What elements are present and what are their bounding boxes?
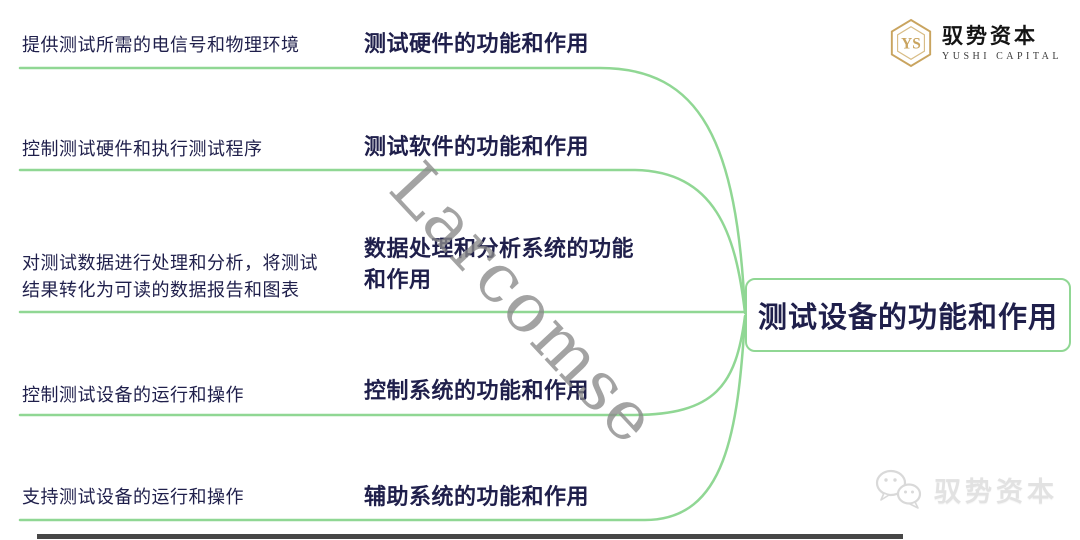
brand-text: 驭势资本 YUSHI CAPITAL — [942, 24, 1062, 62]
bottom-divider-bar — [37, 534, 903, 539]
branch-heading-4: 控制系统的功能和作用 — [364, 378, 590, 403]
branch-line-5 — [18, 316, 747, 522]
wechat-icon — [875, 469, 922, 509]
leaf-label-4: 控制测试设备的运行和操作 — [22, 385, 244, 405]
brand-hexagon-icon: YS — [890, 18, 932, 68]
brand-monogram: YS — [901, 36, 921, 53]
leaf-label-2: 控制测试硬件和执行测试程序 — [22, 139, 263, 159]
brand-logo: YS 驭势资本 YUSHI CAPITAL — [888, 18, 1062, 68]
leaf-label-5: 支持测试设备的运行和操作 — [22, 487, 244, 507]
brand-name-cn: 驭势资本 — [942, 24, 1039, 48]
root-node-label: 测试设备的功能和作用 — [757, 302, 1058, 334]
branch-line-2 — [18, 168, 747, 315]
branch-heading-3: 数据处理和分析系统的功能 和作用 — [364, 236, 635, 292]
footer-brand: 驭势资本 — [872, 466, 1058, 512]
footer-brand-name: 驭势资本 — [934, 476, 1058, 507]
branch-line-1 — [18, 66, 747, 315]
branch-heading-2: 测试软件的功能和作用 — [364, 134, 590, 159]
root-node: 测试设备的功能和作用 — [745, 278, 1071, 352]
branch-line-4 — [18, 314, 747, 417]
branch-heading-1: 测试硬件的功能和作用 — [364, 31, 590, 56]
branch-heading-5: 辅助系统的功能和作用 — [364, 484, 590, 509]
leaf-label-1: 提供测试所需的电信号和物理环境 — [22, 35, 300, 55]
brand-name-en: YUSHI CAPITAL — [942, 51, 1062, 62]
leaf-label-3: 对测试数据进行处理和分析，将测试 结果转化为可读的数据报告和图表 — [22, 253, 318, 300]
